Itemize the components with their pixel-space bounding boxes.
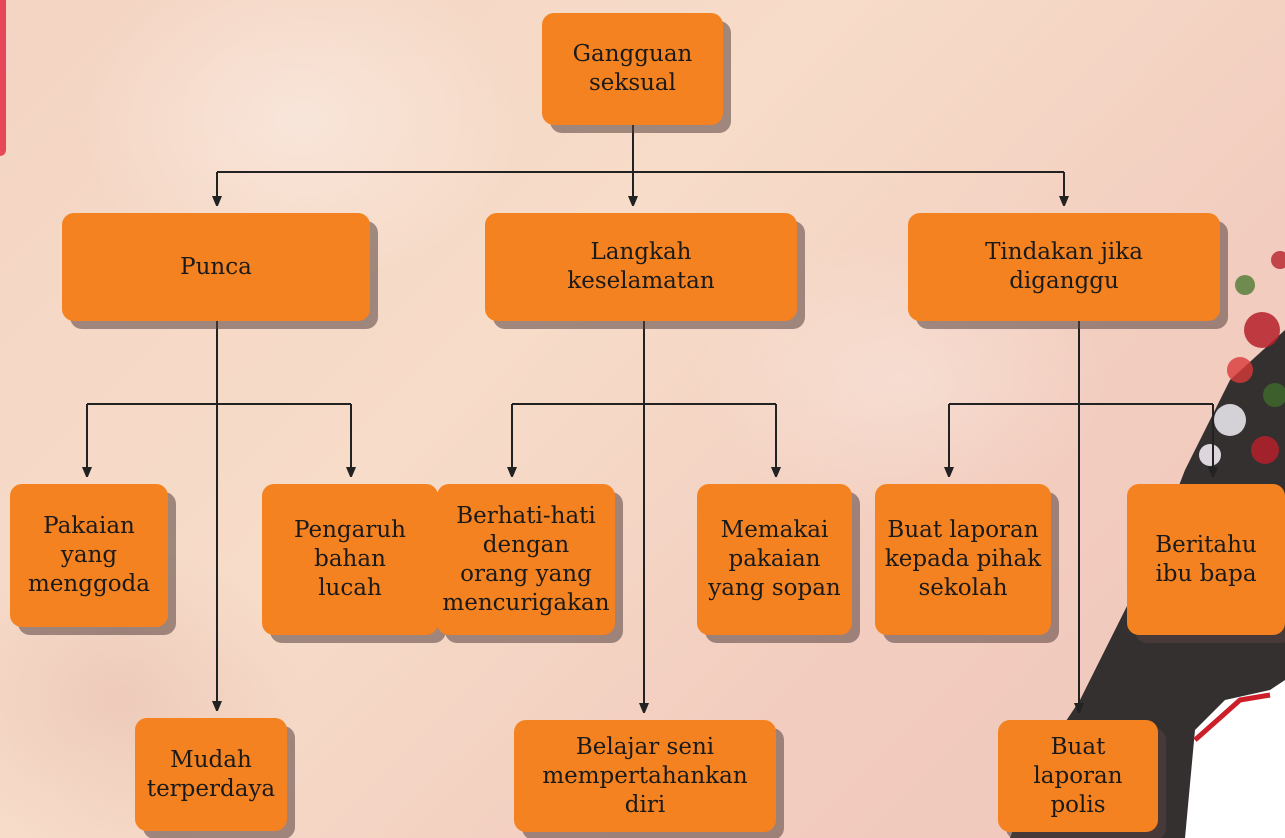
side-tab [0, 0, 6, 156]
node-root: Gangguan seksual [542, 13, 723, 125]
node-memakai-pakaian-sopan: Memakai pakaian yang sopan [697, 484, 852, 635]
node-pakaian-yang-menggoda: Pakaian yang menggoda [10, 484, 168, 627]
node-buat-laporan-polis: Buat laporan polis [998, 720, 1158, 832]
node-langkah-keselamatan: Langkah keselamatan [485, 213, 797, 321]
node-belajar-seni-mempertahankan-diri: Belajar seni mempertahankan diri [514, 720, 776, 832]
node-tindakan-jika-diganggu: Tindakan jika diganggu [908, 213, 1220, 321]
node-berhati-hati: Berhati-hati dengan orang yang mencuriga… [437, 484, 615, 635]
node-buat-laporan-sekolah: Buat laporan kepada pihak sekolah [875, 484, 1051, 635]
node-mudah-terperdaya: Mudah terperdaya [135, 718, 287, 831]
node-punca: Punca [62, 213, 370, 321]
node-pengaruh-bahan-lucah: Pengaruh bahan lucah [262, 484, 438, 635]
node-beritahu-ibu-bapa: Beritahu ibu bapa [1127, 484, 1285, 635]
flower-decoration [1199, 251, 1285, 466]
